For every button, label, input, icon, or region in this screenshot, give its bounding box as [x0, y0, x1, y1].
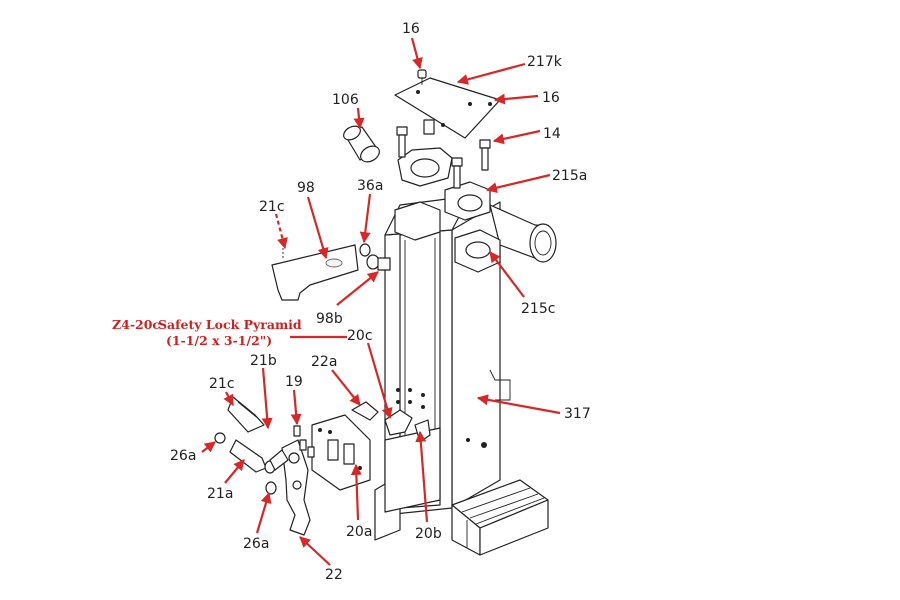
arrow-22	[299, 536, 331, 566]
arrow-16-top	[410, 37, 423, 70]
label-21b: 21b	[250, 353, 277, 369]
arrow-21a	[224, 459, 245, 484]
callout-name: Safety Lock Pyramid	[158, 317, 302, 332]
product-callout: Z4-20c Safety Lock Pyramid (1-1/2 x 3-1/…	[112, 317, 302, 348]
label-21c-upper: 21c	[259, 199, 285, 215]
label-106: 106	[332, 92, 359, 108]
label-317: 317	[564, 406, 591, 422]
arrow-19	[290, 389, 302, 426]
top-plate-217k	[394, 77, 501, 139]
bushing-106	[343, 125, 380, 163]
arrow-217k	[456, 62, 526, 85]
arrow-36a	[359, 193, 372, 244]
label-26a-bottom: 26a	[243, 536, 269, 552]
label-98b: 98b	[316, 311, 343, 327]
line-art	[214, 69, 557, 556]
arrow-21c-lower	[223, 391, 234, 406]
arrow-20a	[350, 463, 362, 521]
arrow-14	[492, 129, 541, 145]
callout-size: (1-1/2 x 3-1/2")	[166, 333, 272, 348]
label-21c-lower: 21c	[209, 376, 235, 392]
lever-22	[269, 439, 311, 536]
label-26a-left: 26a	[170, 448, 196, 464]
arrow-215a	[485, 173, 551, 194]
pin-98b	[359, 243, 391, 271]
lower-bracket	[374, 427, 441, 541]
arrow-26a-bottom	[255, 491, 272, 534]
label-16-right: 16	[542, 90, 560, 106]
screws-16	[417, 69, 427, 85]
label-20a: 20a	[346, 524, 372, 540]
arrow-20b	[415, 430, 429, 523]
base-foot	[451, 479, 549, 556]
label-20b: 20b	[415, 526, 442, 542]
lock-plate-98	[271, 244, 359, 301]
callout-code: Z4-20c	[112, 317, 160, 332]
callout-arrows	[201, 37, 561, 566]
bolts-14	[396, 119, 491, 189]
label-217k: 217k	[527, 54, 563, 70]
label-215a: 215a	[552, 168, 587, 184]
label-14: 14	[543, 126, 561, 142]
arrow-26a-left	[201, 441, 216, 453]
part-labels: 16 217k 16 106 14 98 36a 215a 21c 215c 9…	[170, 21, 591, 583]
label-21a: 21a	[207, 486, 233, 502]
label-19: 19	[285, 374, 303, 390]
label-98: 98	[297, 180, 315, 196]
label-16-top: 16	[402, 21, 420, 37]
label-22a: 22a	[311, 354, 337, 370]
arrow-21c-upper	[274, 213, 288, 250]
label-20c: 20c	[347, 328, 373, 344]
lower-pins	[214, 396, 277, 495]
label-215c: 215c	[521, 301, 555, 317]
arrow-22a	[331, 369, 361, 406]
arrow-106	[353, 107, 365, 130]
label-36a: 36a	[357, 178, 383, 194]
label-22: 22	[325, 567, 343, 583]
plate-20a	[311, 414, 371, 491]
arrow-317	[476, 394, 561, 415]
arrow-215c	[489, 251, 525, 298]
screws-19	[293, 425, 315, 458]
arrow-16-right	[493, 93, 539, 105]
side-tube	[489, 204, 557, 263]
arrow-20c	[366, 342, 393, 420]
arrow-21b	[261, 367, 273, 430]
arrow-98b	[336, 271, 379, 306]
arrow-98	[306, 196, 329, 260]
